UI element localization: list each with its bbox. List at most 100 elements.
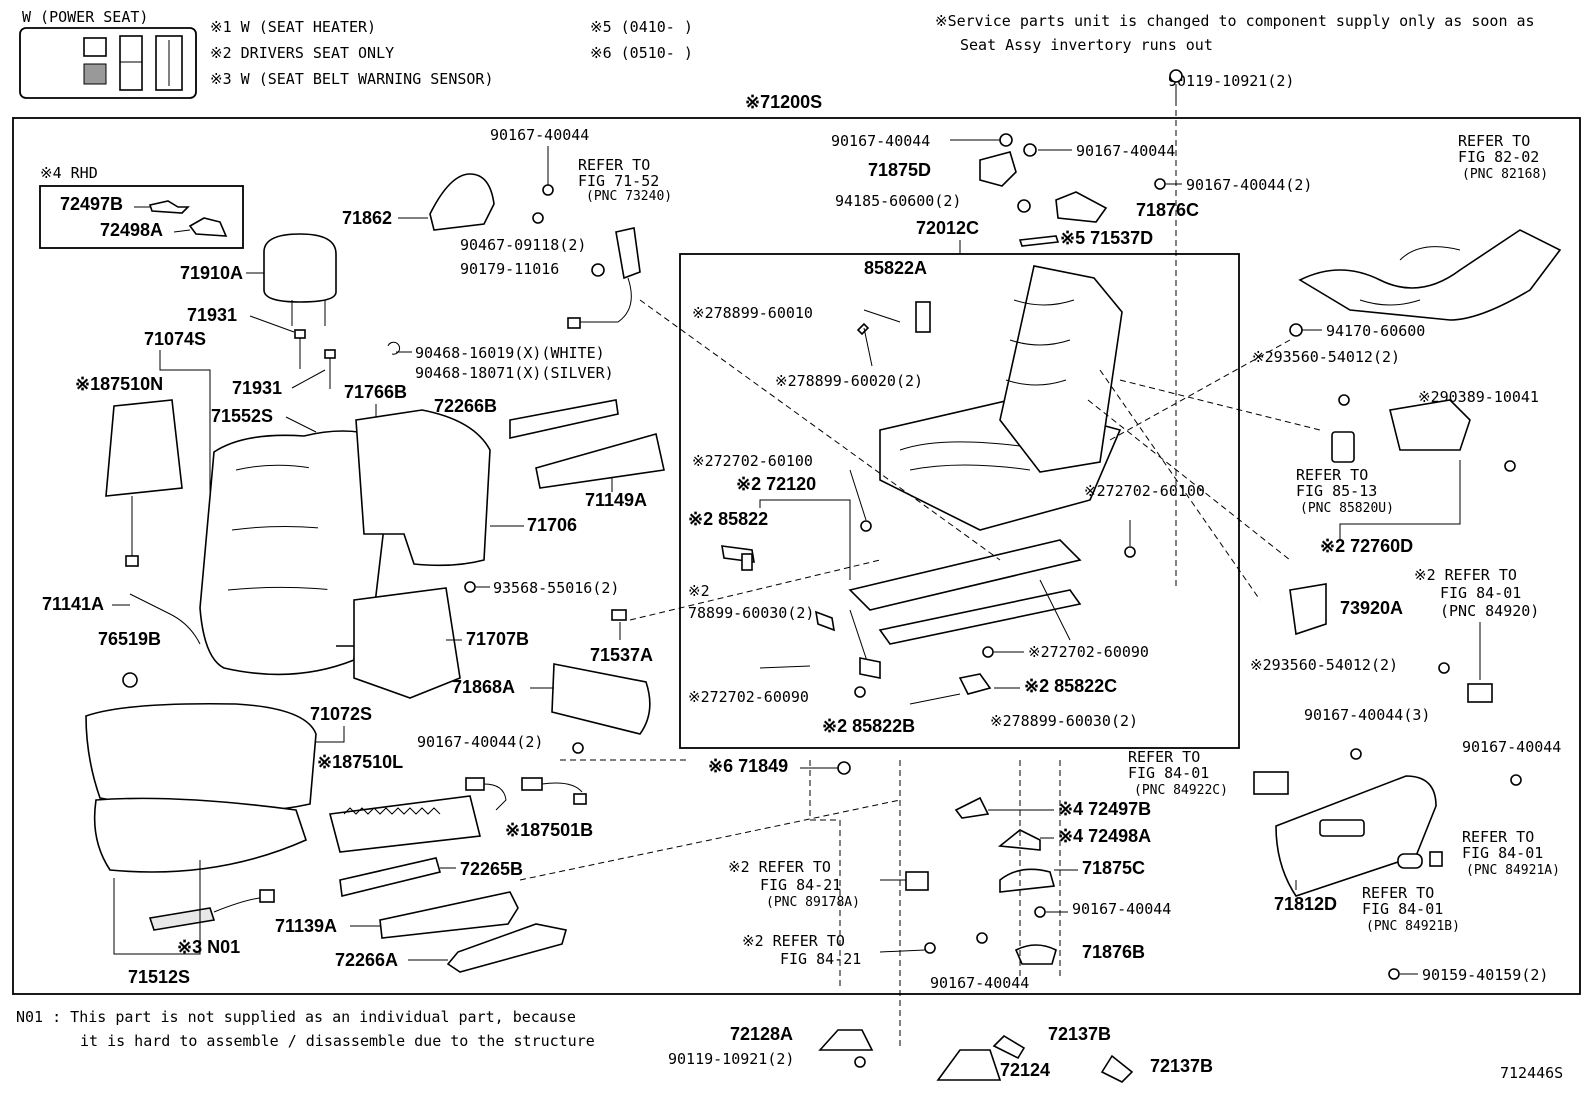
motor-85822C <box>958 673 992 695</box>
part-278899-30: ※278899-60030(2) <box>990 712 1138 730</box>
rhd-title: ※4 RHD <box>40 164 98 182</box>
ref-84-21a-line-2: FIG 84-21 <box>760 876 841 894</box>
assembly-label: ※71200S <box>745 92 822 112</box>
part-78899-30: 78899-60030(2) <box>688 604 814 622</box>
part-85822B: ※2 85822B <box>822 716 915 736</box>
part-71876B: 71876B <box>1082 942 1145 962</box>
part-278899-10: ※278899-60010 <box>692 304 813 322</box>
part-71875C: 71875C <box>1082 858 1145 878</box>
cover-71875D <box>979 151 1017 187</box>
ref-82-02-line-2: FIG 82-02 <box>1458 148 1539 166</box>
cover-72265B <box>339 857 441 897</box>
ref-84-01b-line-2: FIG 84-01 <box>1128 764 1209 782</box>
part-72124: 72124 <box>1000 1060 1050 1080</box>
ref-84-21a-line-3: (PNC 89178A) <box>766 895 860 910</box>
part-90167-e: 90167-40044 <box>1072 900 1171 918</box>
cover-72266B <box>509 399 619 439</box>
part-71849: ※6 71849 <box>708 756 788 776</box>
part-76519B: 76519B <box>98 629 161 649</box>
switch-84920 <box>1467 683 1493 703</box>
ref-84-01a-line-1: ※2 REFER TO <box>1414 566 1517 584</box>
part-85822: ※2 85822 <box>688 509 768 529</box>
part-71141A: 71141A <box>42 594 104 614</box>
part-90167-center-b: 90167-40044 <box>1076 142 1175 160</box>
part-73920A: 73920A <box>1340 598 1403 618</box>
wire-harness-82168 <box>1298 229 1562 321</box>
part-71875D: 71875D <box>868 160 931 180</box>
switch-84922C <box>1253 771 1289 795</box>
part-90467: 90467-09118(2) <box>460 236 586 254</box>
part-278899-20: ※278899-60020(2) <box>775 372 923 390</box>
part-72128A: 72128A <box>730 1024 793 1044</box>
seatback-frame-71766B <box>355 409 491 567</box>
part-85822C: ※2 85822C <box>1024 676 1117 696</box>
rhd-part-72498A: 72498A <box>100 220 163 240</box>
wire-71141A <box>129 593 201 645</box>
part-71812D: 71812D <box>1274 894 1337 914</box>
part-71707B: 71707B <box>466 629 529 649</box>
cover-72124 <box>936 1049 1002 1081</box>
part-90167-center-a: 90167-40044 <box>831 132 930 150</box>
part-187501B: ※187501B <box>505 820 593 840</box>
legend-date-6: ※6 (0510- ) <box>590 44 693 62</box>
service-note-line-1: ※Service parts unit is changed to compon… <box>935 12 1535 30</box>
ref-84-01c-line-2: FIG 84-01 <box>1462 844 1543 862</box>
part-72265B: 72265B <box>460 859 523 879</box>
ref-71-52-line-3: (PNC 73240) <box>586 189 672 204</box>
part-71074S: 71074S <box>144 329 206 349</box>
part-90159: 90159-40159(2) <box>1422 966 1548 984</box>
part-90167-f: 90167-40044 <box>930 974 1029 992</box>
belt-guide-71862 <box>429 173 495 231</box>
cover-73920A <box>1289 583 1327 636</box>
clip-71849 <box>837 761 851 775</box>
part-72012C: 72012C <box>916 218 979 238</box>
ref-71-52-line-1: REFER TO <box>578 156 650 174</box>
ref-84-01d-line-2: FIG 84-01 <box>1362 900 1443 918</box>
ref-84-01d-line-1: REFER TO <box>1362 884 1434 902</box>
part-71876C: 71876C <box>1136 200 1199 220</box>
part-90179: 90179-11016 <box>460 260 559 278</box>
clip-71537A <box>611 609 627 621</box>
rhd-box <box>39 185 244 249</box>
ref-82-02-line-1: REFER TO <box>1458 132 1530 150</box>
part-71072S: 71072S <box>310 704 372 724</box>
ref-85-13-line-3: (PNC 85820U) <box>1300 501 1394 516</box>
seat-track-upper <box>848 539 1082 611</box>
part-90167-center-d: 90167-40044(2) <box>1186 176 1312 194</box>
part-90167-3: 90167-40044(3) <box>1304 706 1430 724</box>
part-187510N: ※187510N <box>75 374 163 394</box>
ref-85-13-line-1: REFER TO <box>1296 466 1368 484</box>
ref-84-01c-line-3: (PNC 84921A) <box>1466 863 1560 878</box>
part-71139A: 71139A <box>275 916 337 936</box>
part-90119-top: 90119-10921(2) <box>1168 72 1294 90</box>
ref-71-52-line-2: FIG 71-52 <box>578 172 659 190</box>
legend-date-5: ※5 (0410- ) <box>590 18 693 36</box>
cover-72128A <box>818 1029 874 1051</box>
service-note-line-2: Seat Assy invertory runs out <box>960 36 1213 54</box>
part-90167-top: 90167-40044 <box>490 126 589 144</box>
part-71537D: ※5 71537D <box>1060 228 1153 248</box>
legend-note-3: ※3 W (SEAT BELT WARNING SENSOR) <box>210 70 494 88</box>
part-71868A: 71868A <box>452 677 515 697</box>
switch-89178A <box>905 871 929 891</box>
part-71766B: 71766B <box>344 382 407 402</box>
cover-72498A-shape <box>188 217 228 237</box>
cover-71868A <box>551 663 651 735</box>
part-272702-90b: ※272702-60090 <box>688 688 809 706</box>
part-272702-100a: ※272702-60100 <box>692 452 813 470</box>
seat-cushion-cover <box>85 702 317 813</box>
ref-84-01d-line-3: (PNC 84921B) <box>1366 919 1460 934</box>
part-90167-g: 90167-40044 <box>1462 738 1561 756</box>
legend-note-1: ※1 W (SEAT HEATER) <box>210 18 376 36</box>
part-72498A-b: ※4 72498A <box>1058 826 1151 846</box>
part-71512S: 71512S <box>128 967 190 987</box>
motor-85822A <box>915 301 931 333</box>
cover-71876C <box>1055 191 1108 223</box>
part-85822A: 85822A <box>864 258 927 278</box>
ref-84-01b-line-1: REFER TO <box>1128 748 1200 766</box>
seatbelt-sensor-N01 <box>148 907 216 931</box>
part-71931-a: 71931 <box>187 305 237 325</box>
part-90167-2: 90167-40044(2) <box>417 733 543 751</box>
part-90468-silver: 90468-18071(X)(SILVER) <box>415 364 614 382</box>
